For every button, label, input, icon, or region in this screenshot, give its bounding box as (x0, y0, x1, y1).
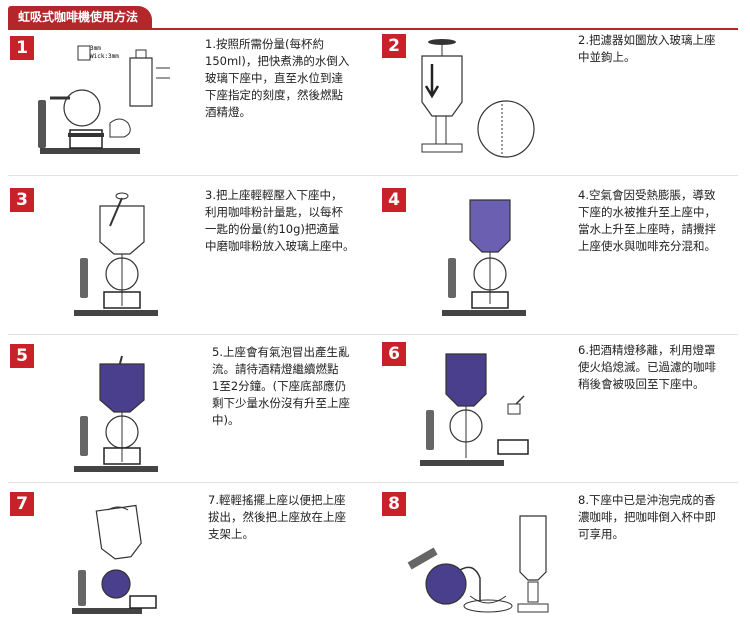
step-5-text: 5.上座會有氣泡冒出產生亂 流。請待酒精燈繼續燃點 1至2分鐘。(下座底部應仍 … (212, 345, 350, 427)
step-1-illustration: 3mm Wick:3mm (38, 45, 170, 154)
step-8-illustration (407, 515, 549, 613)
page-title: 虹吸式咖啡機使用方法 (8, 6, 153, 28)
step-2-badge: 2 (382, 34, 406, 58)
step-5-badge: 5 (10, 344, 34, 368)
step-3-badge: 3 (10, 188, 34, 212)
step-1-label-a: 3mm (90, 45, 101, 52)
step-7-badge: 7 (10, 492, 34, 516)
step-2-text: 2.把濾器如圖放入玻璃上座 中並鉤上。 (578, 33, 716, 64)
step-7-illustration (72, 504, 157, 614)
step-8-badge: 8 (382, 492, 406, 516)
step-7-text: 7.輕輕搖擺上座以便把上座 拔出，然後把上座放在上座 支架上。 (208, 493, 346, 541)
step-6-text: 6.把酒精燈移離，利用燈罩 使火焰熄滅。已過濾的咖啡 稍後會被吸回至下座中。 (578, 343, 716, 391)
step-8-text: 8.下座中已是沖泡完成的香 濃咖啡，把咖啡倒入杯中即 可享用。 (578, 493, 716, 541)
step-4-illustration (442, 199, 526, 316)
title-rule (8, 28, 738, 30)
step-6-badge: 6 (382, 342, 406, 366)
step-2-illustration (421, 39, 535, 158)
row-divider-3 (8, 482, 738, 483)
step-1-badge: 1 (10, 36, 34, 60)
step-3-text: 3.把上座輕輕壓入下座中， 利用咖啡粉計量匙，以每杯 一匙的份量(約10g)把適… (205, 188, 355, 253)
step-1-text: 1.按照所需份量(每杯約 150ml)，把快煮沸的水倒入 玻璃下座中，直至水位到… (205, 37, 350, 119)
row-divider-2 (8, 334, 738, 335)
step-3-illustration (74, 192, 158, 316)
step-1-label-b: Wick:3mm (90, 53, 119, 60)
step-4-text: 4.空氣會因受熱膨脹，導致 下座的水被推升至上座中， 當水上升至上座時，請攪拌 … (578, 188, 716, 253)
step-6-illustration (420, 353, 529, 466)
row-divider-1 (8, 175, 738, 176)
step-4-badge: 4 (382, 188, 406, 212)
step-5-illustration (74, 355, 158, 472)
